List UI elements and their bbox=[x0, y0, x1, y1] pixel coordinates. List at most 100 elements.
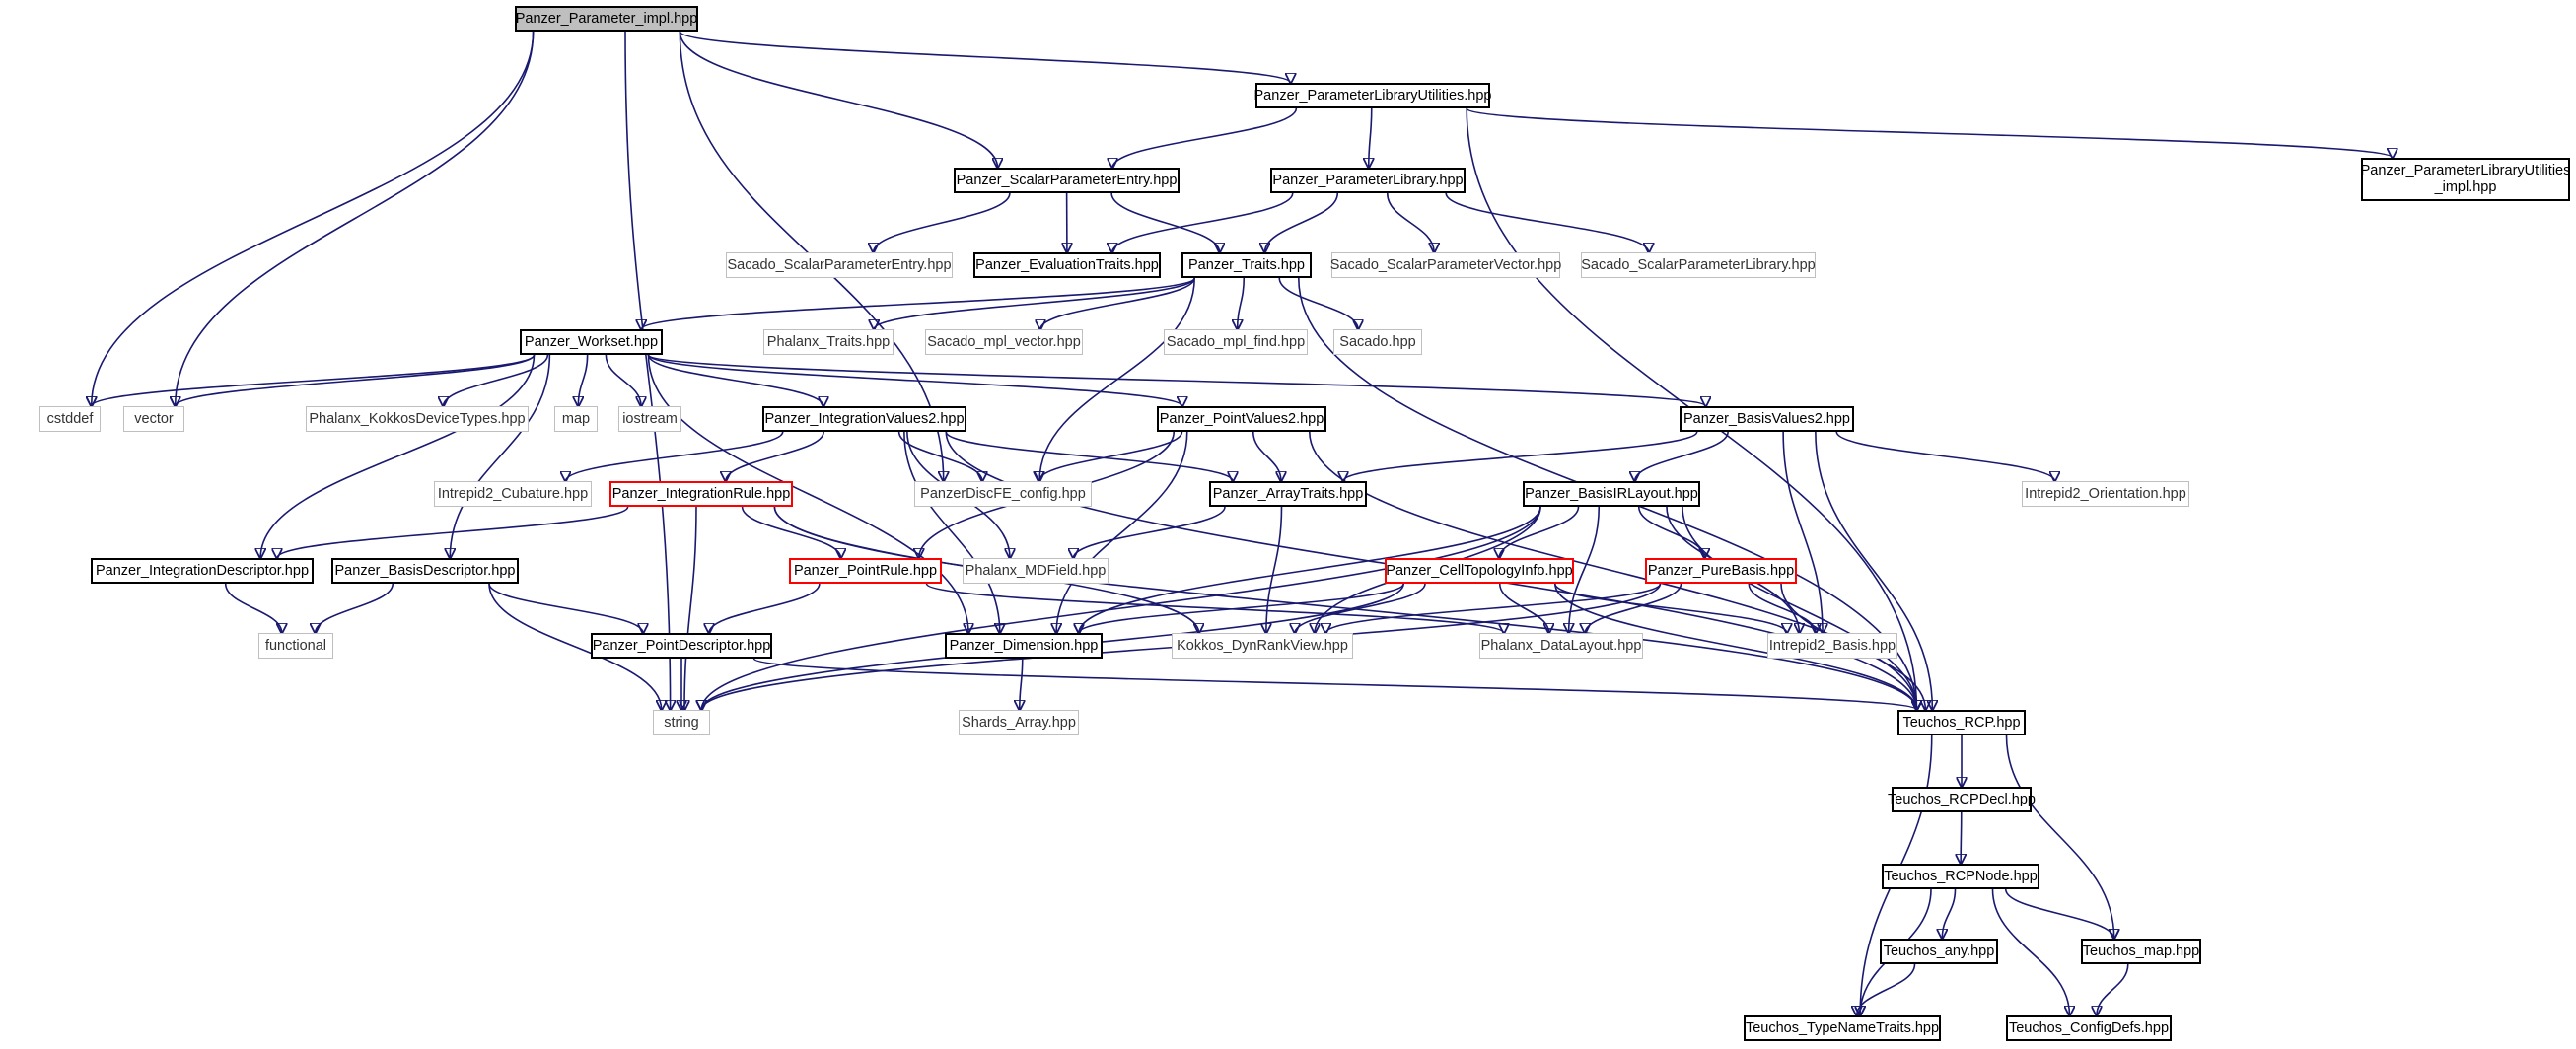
node-teuchos-config-defs[interactable]: Teuchos_ConfigDefs.hpp bbox=[2006, 1015, 2172, 1041]
node-cstddef: cstddef bbox=[39, 406, 101, 432]
node-panzer-workset[interactable]: Panzer_Workset.hpp bbox=[520, 329, 663, 355]
edge-point-rule-to-point-descriptor bbox=[709, 583, 821, 633]
node-basis-ir-layout[interactable]: Panzer_BasisIRLayout.hpp bbox=[1523, 481, 1700, 507]
node-scalar-parameter-entry[interactable]: Panzer_ScalarParameterEntry.hpp bbox=[954, 168, 1180, 193]
edge-integration-values2-to-panzer-disc-fe-config bbox=[897, 431, 982, 481]
node-intrepid2-basis: Intrepid2_Basis.hpp bbox=[1767, 633, 1897, 659]
node-vector: vector bbox=[123, 406, 184, 432]
edge-cell-topology-info-to-kokkos-dyn-rank-view bbox=[1295, 583, 1426, 633]
node-teuchos-rcp-decl[interactable]: Teuchos_RCPDecl.hpp bbox=[1888, 787, 2036, 812]
edge-integration-rule-to-integration-descriptor bbox=[277, 506, 629, 558]
node-point-descriptor[interactable]: Panzer_PointDescriptor.hpp bbox=[591, 633, 772, 659]
node-teuchos-rcp[interactable]: Teuchos_RCP.hpp bbox=[1897, 710, 2026, 735]
edge-cell-topology-info-to-dimension bbox=[1079, 583, 1404, 633]
node-integration-values2[interactable]: Panzer_IntegrationValues2.hpp bbox=[762, 406, 966, 432]
node-integration-descriptor[interactable]: Panzer_IntegrationDescriptor.hpp bbox=[91, 558, 314, 584]
node-shards-array: Shards_Array.hpp bbox=[959, 710, 1079, 735]
node-sacado-scalar-parameter-entry: Sacado_ScalarParameterEntry.hpp bbox=[726, 252, 953, 278]
edge-workset-to-point-values2 bbox=[647, 354, 1182, 406]
edge-point-descriptor-to-teuchos-rcp bbox=[752, 658, 1917, 710]
node-basis-descriptor[interactable]: Panzer_BasisDescriptor.hpp bbox=[331, 558, 519, 584]
node-parameter-library-utilities-impl[interactable]: Panzer_ParameterLibraryUtilities_impl.hp… bbox=[2361, 158, 2570, 201]
edge-param-lib-utils-to-scalar-param-entry bbox=[1112, 107, 1298, 168]
edge-workset-to-dimension bbox=[647, 354, 969, 633]
edge-root-to-string bbox=[624, 31, 671, 710]
node-array-traits[interactable]: Panzer_ArrayTraits.hpp bbox=[1209, 481, 1367, 507]
edge-traits-to-sacado-mpl-find bbox=[1238, 277, 1246, 329]
node-phalanx-kokkos-device-types: Phalanx_KokkosDeviceTypes.hpp bbox=[306, 406, 529, 432]
edge-basis-values2-to-intrepid2-basis bbox=[1782, 431, 1823, 633]
edge-root-to-vector bbox=[176, 31, 535, 406]
edge-teuchos-rcp-decl-to-teuchos-rcp-node bbox=[1961, 811, 1962, 864]
node-phalanx-md-field: Phalanx_MDField.hpp bbox=[963, 558, 1109, 584]
node-evaluation-traits[interactable]: Panzer_EvaluationTraits.hpp bbox=[973, 252, 1161, 278]
edge-workset-to-cstddef bbox=[92, 354, 536, 406]
node-parameter-library[interactable]: Panzer_ParameterLibrary.hpp bbox=[1270, 168, 1466, 193]
edge-integration-values2-to-dimension bbox=[903, 431, 1000, 633]
edge-root-to-scalar-param-entry bbox=[679, 31, 997, 168]
node-intrepid2-orientation: Intrepid2_Orientation.hpp bbox=[2022, 481, 2189, 507]
node-panzer-dimension[interactable]: Panzer_Dimension.hpp bbox=[945, 633, 1103, 659]
edge-teuchos-rcp-to-teuchos-map bbox=[2005, 734, 2114, 939]
node-sacado-mpl-find: Sacado_mpl_find.hpp bbox=[1164, 329, 1308, 355]
edge-basis-descriptor-to-string bbox=[488, 583, 662, 710]
edge-basis-values2-to-basis-ir-layout bbox=[1635, 431, 1729, 481]
edge-teuchos-map-to-teuchos-config-defs bbox=[2097, 963, 2129, 1015]
node-teuchos-type-name-traits[interactable]: Teuchos_TypeNameTraits.hpp bbox=[1744, 1015, 1941, 1041]
edge-integration-rule-to-point-rule bbox=[741, 506, 841, 558]
edge-teuchos-rcp-node-to-teuchos-any bbox=[1942, 888, 1957, 939]
node-parameter-library-utilities[interactable]: Panzer_ParameterLibraryUtilities.hpp bbox=[1254, 83, 1492, 108]
node-integration-rule[interactable]: Panzer_IntegrationRule.hpp bbox=[609, 481, 793, 507]
edge-param-lib-utils-to-param-library bbox=[1369, 107, 1372, 168]
node-panzer-traits[interactable]: Panzer_Traits.hpp bbox=[1181, 252, 1312, 278]
edge-integration-values2-to-intrepid2-cubature bbox=[565, 431, 784, 481]
edge-integration-rule-to-string bbox=[684, 506, 697, 710]
edge-basis-descriptor-to-functional bbox=[316, 583, 394, 633]
edge-param-library-to-sacado-scalar-param-vector bbox=[1386, 192, 1434, 252]
edge-root-to-cstddef bbox=[92, 31, 535, 406]
node-basis-values2[interactable]: Panzer_BasisValues2.hpp bbox=[1680, 406, 1854, 432]
edge-workset-to-basis-descriptor bbox=[450, 354, 551, 558]
edge-workset-to-integration-values2 bbox=[647, 354, 823, 406]
node-phalanx-data-layout: Phalanx_DataLayout.hpp bbox=[1479, 633, 1643, 659]
node-pure-basis[interactable]: Panzer_PureBasis.hpp bbox=[1645, 558, 1797, 584]
node-teuchos-rcp-node[interactable]: Teuchos_RCPNode.hpp bbox=[1882, 864, 2039, 889]
node-sacado-mpl-vector: Sacado_mpl_vector.hpp bbox=[925, 329, 1083, 355]
edge-param-library-to-traits bbox=[1264, 192, 1339, 252]
edge-cell-topology-info-to-teuchos-rcp bbox=[1554, 583, 1917, 710]
node-teuchos-any[interactable]: Teuchos_any.hpp bbox=[1880, 939, 1998, 964]
edge-pure-basis-to-kokkos-dyn-rank-view bbox=[1325, 583, 1662, 633]
node-iostream: iostream bbox=[618, 406, 681, 432]
edge-root-to-param-lib-utils bbox=[679, 31, 1290, 83]
edge-pure-basis-to-phalanx-data-layout bbox=[1585, 583, 1682, 633]
node-map: map bbox=[554, 406, 598, 432]
node-string: string bbox=[653, 710, 710, 735]
edge-workset-to-iostream bbox=[605, 354, 641, 406]
edge-scalar-param-entry-to-sacado-scalar-param-entry bbox=[874, 192, 1011, 252]
node-cell-topology-info[interactable]: Panzer_CellTopologyInfo.hpp bbox=[1385, 558, 1574, 584]
node-phalanx-traits: Phalanx_Traits.hpp bbox=[763, 329, 894, 355]
edge-basis-values2-to-intrepid2-orientation bbox=[1835, 431, 2054, 481]
edge-teuchos-rcp-node-to-teuchos-config-defs bbox=[1991, 888, 2070, 1015]
edge-workset-to-basis-values2 bbox=[647, 354, 1706, 406]
edge-basis-ir-layout-to-dimension bbox=[1079, 506, 1541, 633]
node-point-values2[interactable]: Panzer_PointValues2.hpp bbox=[1157, 406, 1326, 432]
edge-integration-values2-to-integration-rule bbox=[726, 431, 824, 481]
edge-array-traits-to-kokkos-dyn-rank-view bbox=[1266, 506, 1283, 633]
edge-basis-ir-layout-to-string bbox=[701, 506, 1541, 710]
edge-cell-topology-info-to-phalanx-data-layout bbox=[1498, 583, 1549, 633]
edge-point-values2-to-panzer-disc-fe-config bbox=[1038, 431, 1183, 481]
node-panzer-parameter-impl[interactable]: Panzer_Parameter_impl.hpp bbox=[515, 6, 698, 32]
edge-param-library-to-sacado-scalar-param-library bbox=[1445, 192, 1649, 252]
node-functional: functional bbox=[258, 633, 333, 659]
edge-basis-values2-to-array-traits bbox=[1343, 431, 1698, 481]
node-teuchos-map[interactable]: Teuchos_map.hpp bbox=[2081, 939, 2201, 964]
node-intrepid2-cubature: Intrepid2_Cubature.hpp bbox=[434, 481, 592, 507]
edge-workset-to-integration-descriptor bbox=[260, 354, 536, 558]
edge-teuchos-rcp-node-to-teuchos-map bbox=[2004, 888, 2114, 939]
edge-workset-to-vector bbox=[176, 354, 536, 406]
edge-cell-topology-info-to-intrepid2-basis bbox=[1554, 583, 1787, 633]
node-point-rule[interactable]: Panzer_PointRule.hpp bbox=[789, 558, 942, 584]
